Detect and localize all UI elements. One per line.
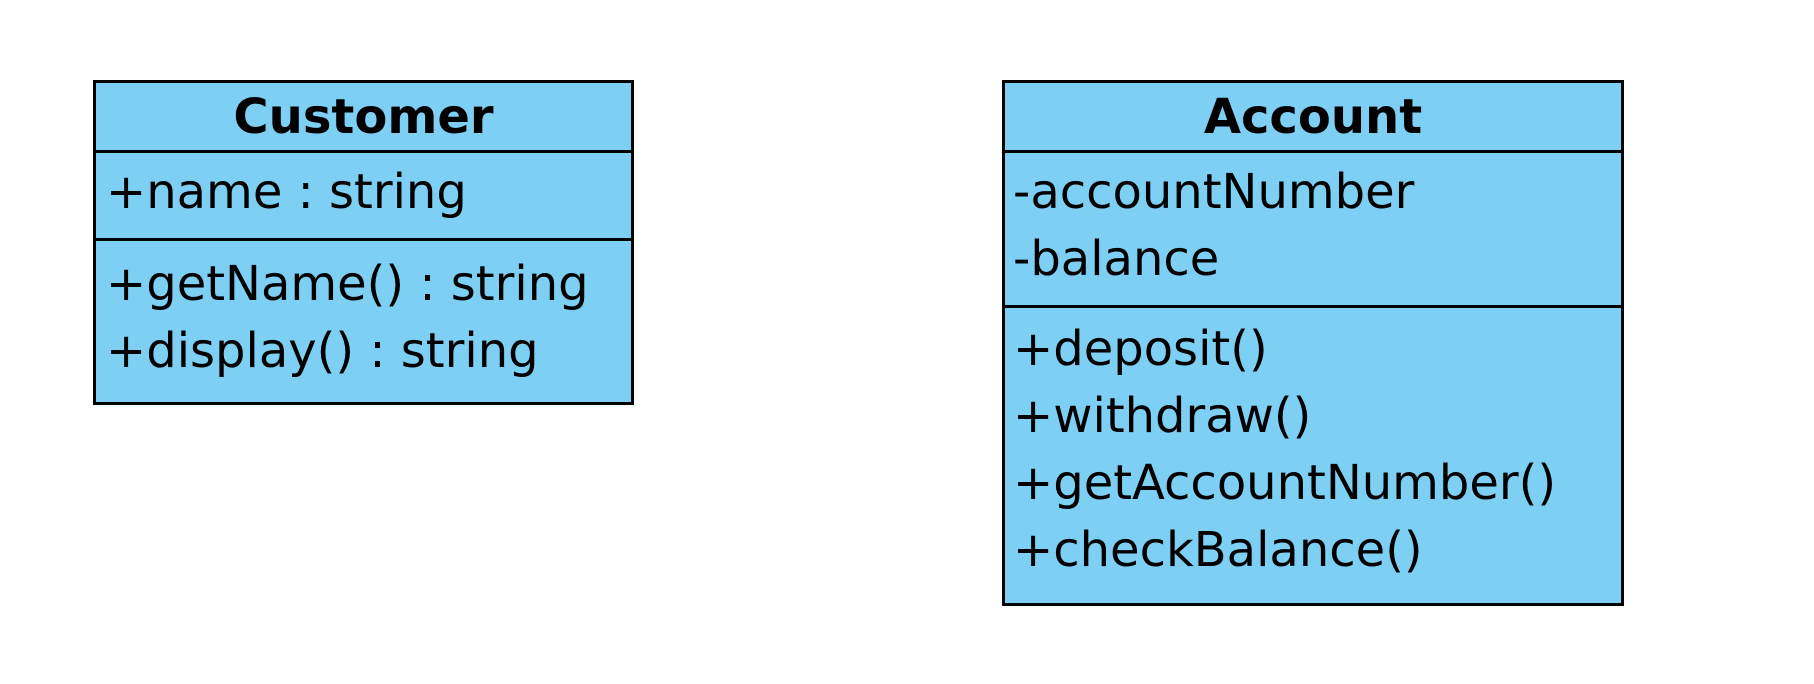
operation: +getName() : string [106,256,589,312]
class-box-account[interactable]: Account -accountNumber -balance +deposit… [1002,80,1624,606]
class-name: Account [1005,83,1621,153]
operation: +getAccountNumber() [1013,455,1557,511]
operation: +display() : string [106,323,539,379]
operation: +withdraw() [1013,388,1312,444]
class-box-customer[interactable]: Customer +name : string +getName() : str… [93,80,634,405]
operation: +checkBalance() [1013,522,1423,578]
attributes-compartment: -accountNumber -balance [1005,153,1621,308]
attribute: -balance [1013,231,1220,287]
attributes-compartment: +name : string [96,153,631,241]
class-name: Customer [96,83,631,153]
operations-compartment: +deposit() +withdraw() +getAccountNumber… [1005,308,1621,584]
attribute: -accountNumber [1013,164,1415,220]
attribute: +name : string [106,164,467,220]
operation: +deposit() [1013,321,1268,377]
operations-compartment: +getName() : string +display() : string [96,241,631,385]
